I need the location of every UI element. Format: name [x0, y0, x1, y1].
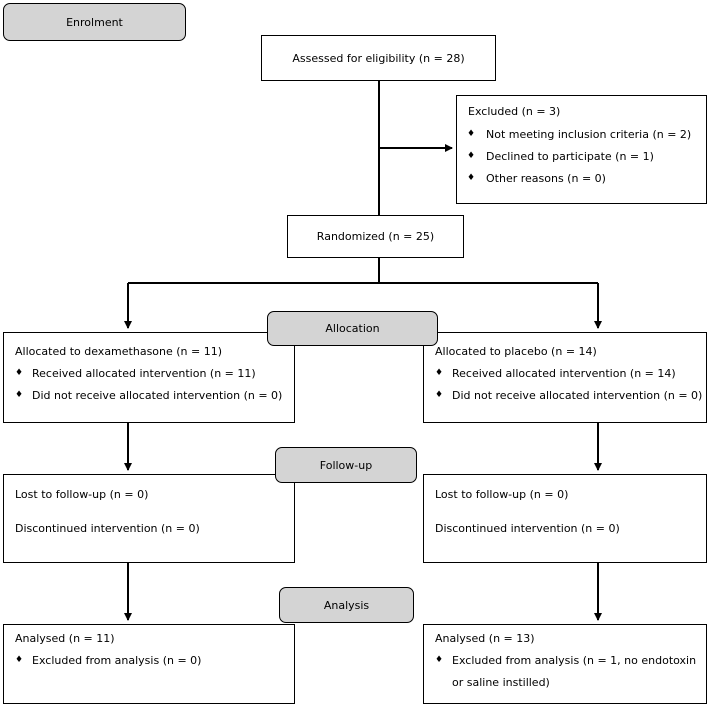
- right-lost-to-follow-up: Lost to follow-up (n = 0): [435, 488, 569, 501]
- stage-label-enrolment-text: Enrolment: [66, 15, 123, 29]
- left-analysis-box: Analysed (n = 11) ♦ Excluded from analys…: [3, 624, 295, 704]
- right-allocation-box: Allocated to placebo (n = 14) ♦ Received…: [423, 332, 707, 423]
- bullet-icon: ♦: [15, 368, 24, 378]
- bullet-icon: ♦: [15, 655, 24, 665]
- right-discontinued-intervention: Discontinued intervention (n = 0): [435, 522, 620, 535]
- stage-label-analysis-text: Analysis: [323, 598, 370, 612]
- stage-label-follow-up-text: Follow-up: [319, 458, 373, 472]
- bullet-icon: ♦: [467, 151, 476, 161]
- right-allocation-item: Did not receive allocated intervention (…: [452, 389, 703, 402]
- assessed-for-eligibility-text: Assessed for eligibility (n = 28): [292, 51, 465, 65]
- right-allocation-item: Received allocated intervention (n = 14): [452, 367, 676, 380]
- excluded-box: Excluded (n = 3) ♦ Not meeting inclusion…: [456, 95, 707, 204]
- bullet-icon: ♦: [435, 368, 444, 378]
- excluded-title: Excluded (n = 3): [468, 105, 561, 118]
- randomized-text: Randomized (n = 25): [316, 230, 435, 243]
- stage-label-allocation-text: Allocation: [325, 322, 380, 335]
- stage-label-enrolment: Enrolment: [3, 3, 186, 41]
- right-allocation-title: Allocated to placebo (n = 14): [435, 345, 597, 358]
- left-allocation-item: Received allocated intervention (n = 11): [32, 367, 256, 380]
- left-analysis-item: Excluded from analysis (n = 0): [32, 654, 202, 667]
- left-discontinued-intervention: Discontinued intervention (n = 0): [15, 522, 200, 535]
- right-analysis-item: Excluded from analysis (n = 1, no endoto…: [452, 654, 697, 689]
- right-analysis-box: Analysed (n = 13) ♦ Excluded from analys…: [423, 624, 707, 704]
- stage-label-allocation: Allocation: [267, 311, 438, 346]
- bullet-icon: ♦: [15, 390, 24, 400]
- right-follow-up-box: Lost to follow-up (n = 0) Discontinued i…: [423, 474, 707, 563]
- bullet-icon: ♦: [467, 173, 476, 183]
- assessed-for-eligibility-box: Assessed for eligibility (n = 28): [261, 35, 496, 81]
- stage-label-follow-up: Follow-up: [275, 447, 417, 483]
- left-allocation-box: Allocated to dexamethasone (n = 11) ♦ Re…: [3, 332, 295, 423]
- left-allocation-item: Did not receive allocated intervention (…: [32, 389, 283, 402]
- excluded-item: Not meeting inclusion criteria (n = 2): [486, 128, 692, 141]
- excluded-item: Declined to participate (n = 1): [486, 150, 654, 163]
- left-allocation-title: Allocated to dexamethasone (n = 11): [15, 345, 223, 358]
- excluded-item: Other reasons (n = 0): [486, 172, 606, 185]
- randomized-box: Randomized (n = 25): [287, 215, 464, 258]
- left-analysed-title: Analysed (n = 11): [15, 632, 115, 645]
- bullet-icon: ♦: [435, 390, 444, 400]
- stage-label-analysis: Analysis: [279, 587, 414, 623]
- left-lost-to-follow-up: Lost to follow-up (n = 0): [15, 488, 149, 501]
- bullet-icon: ♦: [467, 129, 476, 139]
- bullet-icon: ♦: [435, 655, 444, 665]
- left-follow-up-box: Lost to follow-up (n = 0) Discontinued i…: [3, 474, 295, 563]
- right-analysed-title: Analysed (n = 13): [435, 632, 535, 645]
